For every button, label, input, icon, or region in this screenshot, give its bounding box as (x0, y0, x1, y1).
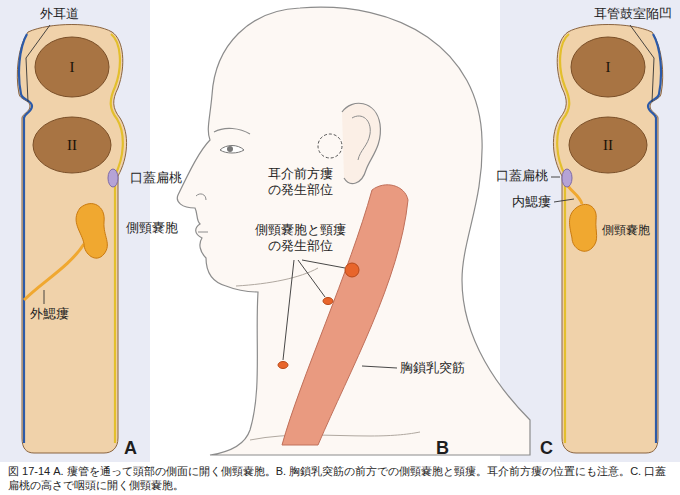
endoderm-line (111, 34, 123, 443)
eyebrow (214, 128, 250, 134)
structure-label: 側頸嚢胞 (602, 222, 650, 238)
internal-fistula (568, 186, 582, 204)
leader-line (298, 260, 325, 297)
arch-number: I (70, 58, 75, 76)
pharyngeal-slab (17, 25, 126, 454)
leader-line (283, 260, 294, 360)
slab-outline (553, 25, 662, 454)
ectoderm-line (648, 34, 661, 443)
structure-label: 口蓋扁桃 (130, 170, 182, 186)
site-label: 側頸嚢胞と頸瘻の発生部位 (253, 222, 347, 254)
endoderm-line (557, 34, 569, 443)
clavicle-line (250, 432, 420, 440)
panel-letter: B (436, 437, 449, 459)
nostril (196, 194, 206, 200)
pharyngeal-arch: I (570, 36, 646, 98)
leader-line (44, 290, 45, 304)
preauricular-site (318, 134, 342, 158)
leader-line (551, 177, 560, 178)
external-fistula (24, 244, 84, 300)
figure-caption: 図 17-14 A. 瘻管を通って頭部の側面に開く側頸嚢胞。B. 胸鎖乳突筋の前… (8, 464, 672, 492)
arch-number: II (603, 136, 613, 154)
fistula-site (278, 362, 288, 369)
palatine-tonsil (562, 169, 572, 187)
structure-label: 口蓋扁桃 (496, 168, 548, 184)
cyst-site (345, 263, 359, 277)
arch-fill (571, 37, 645, 97)
leader-line (302, 260, 345, 268)
structure-label: 内鰓瘻 (512, 194, 551, 210)
arch-fill (35, 37, 109, 97)
site-label: 耳介前方瘻の発生部位 (266, 166, 334, 198)
arch-number: II (67, 136, 77, 154)
arch-number: I (606, 58, 611, 76)
structure-label: 耳管鼓室陥凹 (594, 6, 672, 22)
pharyngeal-slab (553, 25, 662, 454)
arch-fill (33, 117, 111, 173)
slab-outline (17, 25, 126, 454)
pharyngeal-arch: II (32, 116, 112, 174)
structure-label: 外耳道 (40, 6, 79, 22)
structure-label: 外鰓瘻 (30, 306, 69, 322)
structure-label: 胸鎖乳突筋 (400, 360, 465, 376)
ectoderm-line (19, 34, 32, 443)
iris (227, 146, 233, 152)
ear-inner (352, 116, 370, 160)
arch-fill (569, 117, 647, 173)
palatine-tonsil (108, 169, 118, 187)
panel-letter: C (540, 437, 553, 459)
leader-line (554, 199, 574, 202)
pharyngeal-arch: I (34, 36, 110, 98)
eye (220, 146, 244, 154)
cervical-cyst (76, 204, 107, 259)
mouth (198, 232, 208, 233)
fistula-site (323, 298, 333, 305)
ear (342, 103, 380, 183)
leader-line (362, 366, 397, 368)
cervical-cyst (570, 204, 597, 251)
panel-ground (0, 0, 680, 462)
pharyngeal-arch: II (568, 116, 648, 174)
structure-label: 側頸嚢胞 (126, 220, 178, 236)
head-outline (177, 7, 530, 455)
panel-letter: A (124, 437, 137, 459)
